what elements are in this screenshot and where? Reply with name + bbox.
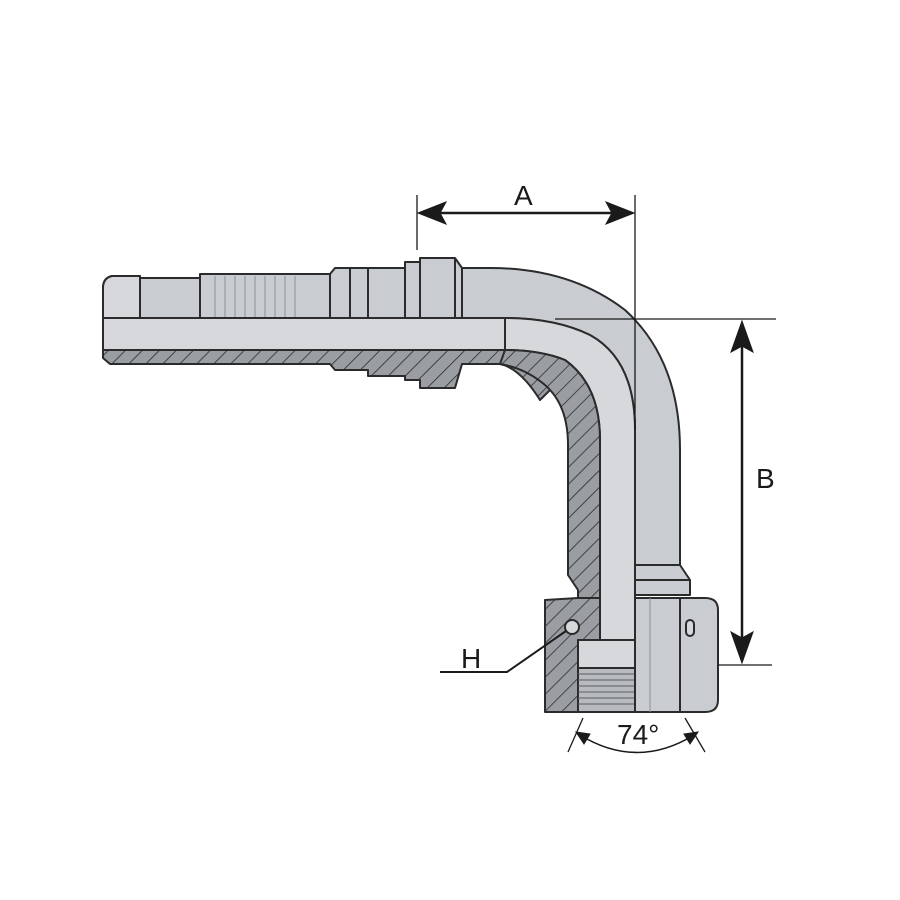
nut-slot [685,619,695,637]
dim-h-leader [440,630,567,673]
hose-tail-upper [102,257,463,319]
nut-thread-lines [578,673,635,705]
dim-a-label: A [514,180,533,211]
dimension-lines [416,195,776,753]
nut-thread [577,667,636,713]
dim-angle-ext-left [567,717,584,753]
swivel-nut-hex [634,597,719,713]
dim-b-arrow [730,319,754,665]
hose-tail-bore [102,317,506,351]
fitting-body [102,257,719,713]
dim-b-label: B [756,463,775,494]
o-ring [564,619,580,635]
dim-angle-arc [574,731,700,754]
nut-seat [577,639,636,669]
dim-angle-label: 74° [617,719,659,750]
dim-h-label: H [461,643,481,674]
dim-a-arrow [416,201,636,225]
hose-tail-nose [102,275,141,319]
elbow-inner-section [499,349,601,641]
hose-barb-ridges [214,276,296,318]
hose-tail-lower-section [102,349,561,401]
